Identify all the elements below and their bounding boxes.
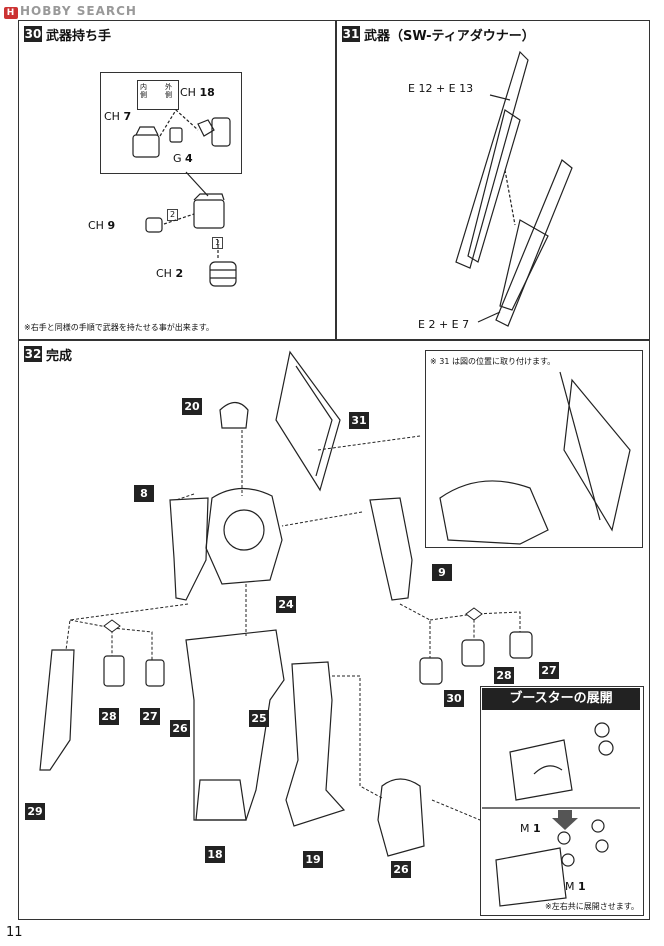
inner-outer-indicator: 内側 外側 [137,80,179,110]
step-32-number: 32 [24,346,42,362]
step-31-panel [336,20,650,340]
step-30-detail-box [100,72,242,174]
robot-right-arm-part-9 [369,497,413,601]
robot-right-leg-part-19 [285,661,346,827]
part-tag-9: 9 [432,564,452,581]
diamond-connector-left-icon [103,619,121,633]
part-ch9-label: CH 9 [88,219,116,232]
step-32-panel [18,340,650,920]
part-m1-lower-label: M 1 [565,880,586,893]
part-tag-28-right: 28 [494,667,514,684]
inset-robot [439,371,631,545]
diamond-connector-right-icon [465,607,483,621]
part-tag-20: 20 [182,398,202,415]
hand-part-ch9 [145,217,163,233]
hand-part-ch2 [209,261,237,287]
part-tag-27-left: 27 [140,708,160,725]
booster-open-illustration [495,819,609,907]
step-30-panel [18,20,336,340]
weapon-part-29 [39,649,75,771]
part-g4-label: G 4 [173,152,193,165]
shield-part-31 [275,350,341,492]
hand-assembly [193,193,225,229]
part-m1-upper-label: M 1 [520,822,541,835]
robot-left-arm-part-8 [169,497,209,601]
booster-expand-box [480,686,644,916]
part-tag-27-right: 27 [539,662,559,679]
hand-part-ch18 [197,117,231,147]
part-e12-e13-label: E 12 + E 13 [408,82,474,95]
down-arrow-icon [552,810,578,830]
part-tag-8: 8 [134,485,154,502]
part-tag-31: 31 [349,412,369,429]
order-box-2: 2 [167,209,178,221]
part-ch18-label: CH 18 [180,86,215,99]
robot-head-part-20 [219,401,249,429]
booster-note: ※左右共に展開させます。 [545,902,639,911]
part-e2-e7-label: E 2 + E 7 [418,318,470,331]
step-30-note: ※右手と同様の手順で武器を持たせる事が出来ます。 [24,323,214,332]
step-30-number: 30 [24,26,42,42]
part-ch7-label: CH 7 [104,110,132,123]
part-tag-19: 19 [303,851,323,868]
hand-part-ch7 [132,126,160,158]
step-32-title: 完成 [46,349,73,364]
hand-part-g4 [169,127,183,143]
weapon-shield-lower [495,159,573,327]
hand-parts-right [419,631,533,685]
robot-waist-legs [185,629,285,821]
booster-closed-illustration [509,722,614,801]
weapon-shield-upper [455,50,529,269]
part-tag-28-left: 28 [99,708,119,725]
booster-expand-title: ブースターの展開 [482,688,640,710]
hand-parts-left [103,655,165,687]
part-tag-18: 18 [205,846,225,863]
part-tag-26-leg: 26 [170,720,190,737]
booster-part-26 [377,778,425,857]
step-32-inset-box [425,350,643,548]
hobby-search-logo-icon: H [4,7,18,19]
step-30-title: 武器持ち手 [46,29,112,44]
step-31-number: 31 [342,26,360,42]
part-tag-26-booster: 26 [391,861,411,878]
part-tag-29: 29 [25,803,45,820]
part-ch2-label: CH 2 [156,267,184,280]
robot-torso [205,487,283,585]
page-number: 11 [6,925,23,940]
part-tag-25: 25 [249,710,269,727]
part-tag-30: 30 [444,690,464,707]
part-tag-24: 24 [276,596,296,613]
step-32-inset-note: ※ 31 は図の位置に取り付けます。 [430,357,556,366]
step-31-title: 武器（SW-ティアダウナー） [364,29,535,44]
